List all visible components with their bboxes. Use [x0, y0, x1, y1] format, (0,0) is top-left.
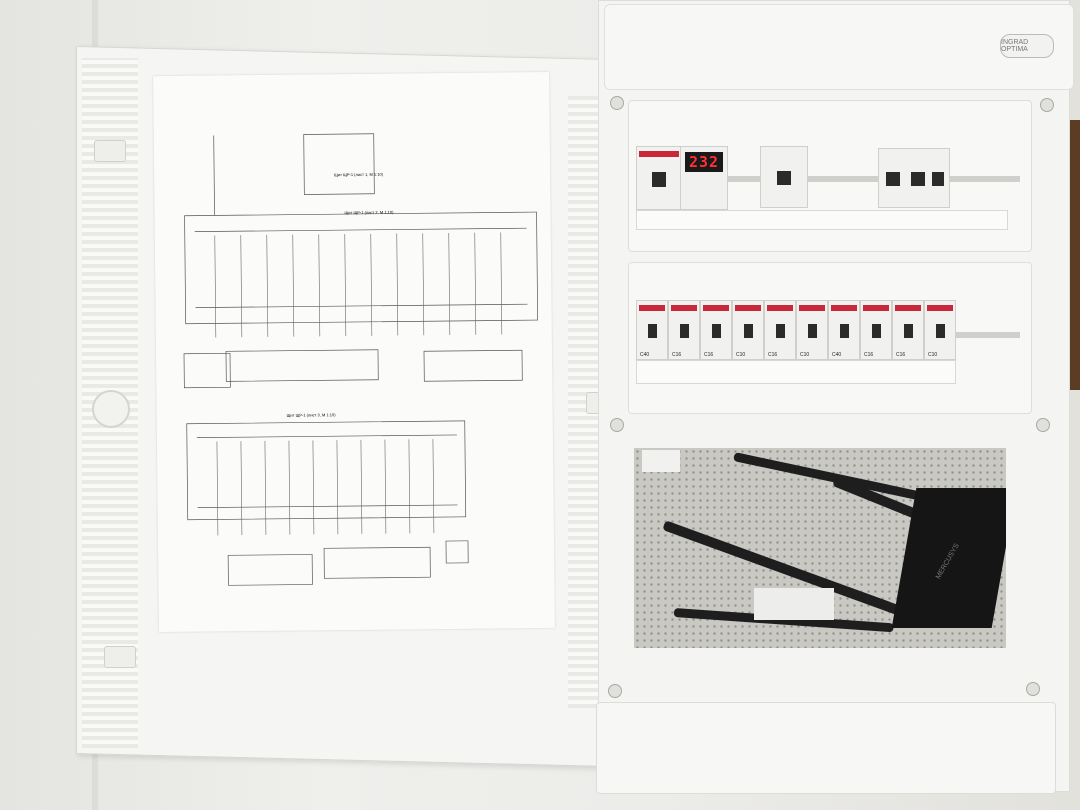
breaker-rating: C10	[928, 352, 938, 358]
power-strip	[754, 588, 834, 620]
feeder-line	[214, 235, 217, 338]
screw	[1040, 98, 1054, 112]
screw	[608, 684, 622, 698]
breaker-rating: C10	[736, 352, 746, 358]
screw	[610, 96, 624, 110]
breaker-rating: C40	[832, 352, 842, 358]
door-latch-bottom	[104, 646, 136, 668]
din-rail-top	[636, 176, 1020, 182]
screw	[1036, 418, 1050, 432]
feeder-line	[216, 441, 219, 536]
feeder-line	[336, 440, 339, 535]
breaker-rating: C10	[800, 352, 810, 358]
screw	[610, 418, 624, 432]
feeder-line	[396, 233, 399, 336]
breaker-rating: C16	[672, 352, 682, 358]
feeder-line	[448, 232, 451, 335]
feeder-line	[408, 439, 411, 534]
terminal-block	[642, 450, 680, 472]
feeder-line	[422, 233, 425, 336]
circuit-breaker[interactable]: C40	[828, 300, 860, 360]
lower-compartment: MERCUSYS	[634, 448, 1006, 648]
schematic-diagram: Щит ЩР-1 (лист 1, М 1:10) Щит ЩР-1 (лист…	[183, 133, 539, 586]
schematic-sheet: Щит ЩР-1 (лист 1, М 1:10) Щит ЩР-1 (лист…	[153, 71, 555, 633]
circuit-breaker[interactable]: C40	[636, 300, 668, 360]
door-latch-top	[94, 140, 126, 162]
feeder-line	[384, 439, 387, 534]
label-strip-top	[636, 210, 1008, 230]
feeder-line	[312, 440, 315, 535]
screw	[1026, 682, 1040, 696]
feeder-line	[370, 233, 373, 336]
door-knob[interactable]	[92, 390, 130, 428]
feeder-line	[360, 439, 363, 534]
circuit-breaker[interactable]: C10	[732, 300, 764, 360]
feeder-line	[288, 440, 291, 535]
breaker-rating: C40	[640, 352, 650, 358]
circuit-breaker[interactable]: C16	[700, 300, 732, 360]
cabinet-bottom	[596, 702, 1056, 794]
label-strip-middle	[636, 360, 956, 384]
rcd-device[interactable]	[760, 146, 808, 208]
feeder-line	[500, 232, 503, 335]
breaker-rating: C16	[768, 352, 778, 358]
breaker-group-top[interactable]	[878, 148, 950, 208]
feeder-line	[318, 234, 321, 337]
circuit-breaker[interactable]: C10	[796, 300, 828, 360]
breaker-rating: C16	[704, 352, 714, 358]
circuit-breaker[interactable]: C16	[668, 300, 700, 360]
brand-logo: INGRAD OPTIMA	[1000, 34, 1054, 58]
schematic-title-3: Щит ЩР-1 (лист 3, М 1:10)	[287, 412, 337, 418]
breaker-rating: C16	[864, 352, 874, 358]
schematic-title-2: Щит ЩР-1 (лист 2, М 1:10)	[345, 210, 395, 216]
breaker-rating: C16	[896, 352, 906, 358]
circuit-breaker[interactable]: C16	[892, 300, 924, 360]
feeder-line	[240, 235, 243, 338]
feeder-line	[474, 232, 477, 335]
voltage-relay-display: 232	[685, 152, 723, 172]
circuit-breaker[interactable]: C10	[924, 300, 956, 360]
feeder-line	[292, 234, 295, 337]
circuit-breaker[interactable]: C16	[764, 300, 796, 360]
feeder-line	[432, 439, 435, 534]
feeder-line	[264, 440, 267, 535]
feeder-line	[344, 234, 347, 337]
main-breaker[interactable]	[636, 146, 682, 210]
circuit-breaker[interactable]: C16	[860, 300, 892, 360]
feeder-line	[266, 234, 269, 337]
schematic-title-1: Щит ЩР-1 (лист 1, М 1:10)	[334, 172, 384, 178]
cabinet-top	[604, 4, 1074, 90]
feeder-line	[240, 441, 243, 536]
